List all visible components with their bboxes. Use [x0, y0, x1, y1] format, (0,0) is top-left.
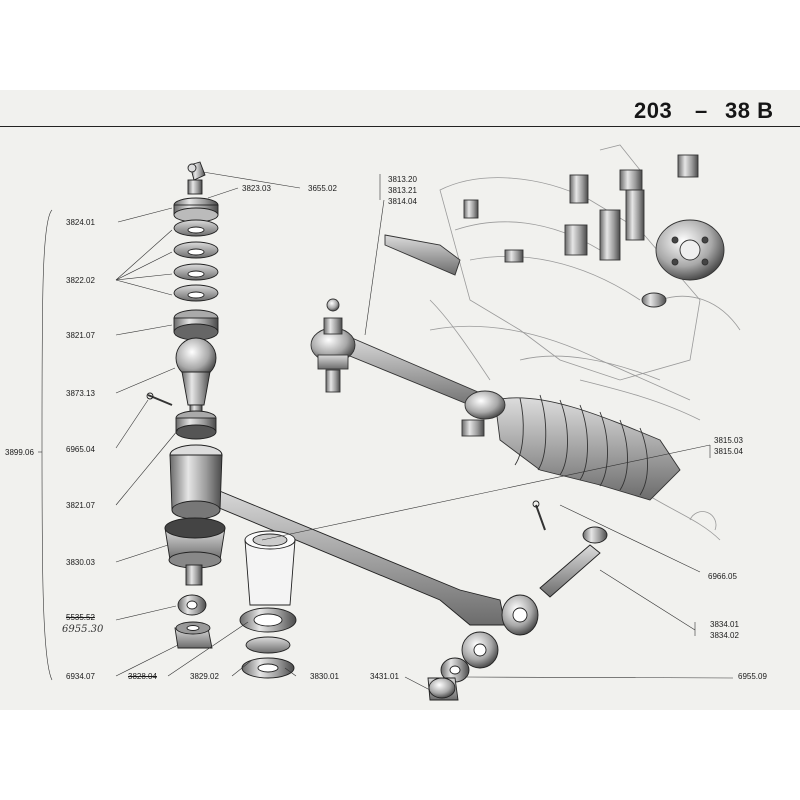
- swivel-bracket: [239, 530, 297, 679]
- ref-3834-02: 3834.02: [710, 631, 739, 640]
- ref-6955-30-handwritten: 6955.30: [62, 624, 104, 635]
- pivot-bolt: [532, 500, 608, 598]
- ref-3655-02: 3655.02: [308, 184, 337, 193]
- ref-3830-03: 3830.03: [66, 558, 95, 567]
- ref-3830-01: 3830.01: [310, 672, 339, 681]
- hub-assembly: [384, 154, 725, 308]
- ref-3823-03: 3823.03: [242, 184, 271, 193]
- ref-3822-02: 3822.02: [66, 276, 95, 285]
- upper-track-rod: [310, 298, 506, 437]
- dust-boot: [164, 517, 226, 586]
- ref-3873-13: 3873.13: [66, 389, 95, 398]
- ref-3813-20: 3813.20: [388, 175, 417, 184]
- ball-joint-stack: [146, 161, 219, 440]
- ref-6965-04: 6965.04: [66, 445, 95, 454]
- idler-arm: [169, 444, 539, 669]
- ref-3834-01: 3834.01: [710, 620, 739, 629]
- ref-3813-21: 3813.21: [388, 186, 417, 195]
- ref-3821-07-lower: 3821.07: [66, 501, 95, 510]
- ref-3828-04: 3828.04: [128, 672, 157, 681]
- ref-3829-02: 3829.02: [190, 672, 219, 681]
- leader-lines: [38, 171, 734, 691]
- bushing-and-nut: [427, 657, 470, 701]
- ref-struck-washer: 5535.52: [66, 613, 95, 622]
- ref-3824-01: 3824.01: [66, 218, 95, 227]
- page-number-model: 203: [634, 98, 673, 123]
- page-number-dash: –: [695, 98, 708, 123]
- ref-6934-07: 6934.07: [66, 672, 95, 681]
- ref-3431-01: 3431.01: [370, 672, 399, 681]
- ref-3815-03: 3815.03: [714, 436, 743, 445]
- header-rule: [0, 126, 800, 127]
- ref-6955-09: 6955.09: [738, 672, 767, 681]
- page-number-plate: 38 B: [725, 98, 774, 123]
- lock-washer-and-nut: [174, 594, 213, 649]
- ref-6966-05: 6966.05: [708, 572, 737, 581]
- paper-sheet: [0, 90, 800, 710]
- rack-bellows: [494, 394, 681, 501]
- ref-3821-07-upper: 3821.07: [66, 331, 95, 340]
- ref-3815-04: 3815.04: [714, 447, 743, 456]
- ref-3899-group: 3899.06: [5, 448, 34, 457]
- ref-3814-04: 3814.04: [388, 197, 417, 206]
